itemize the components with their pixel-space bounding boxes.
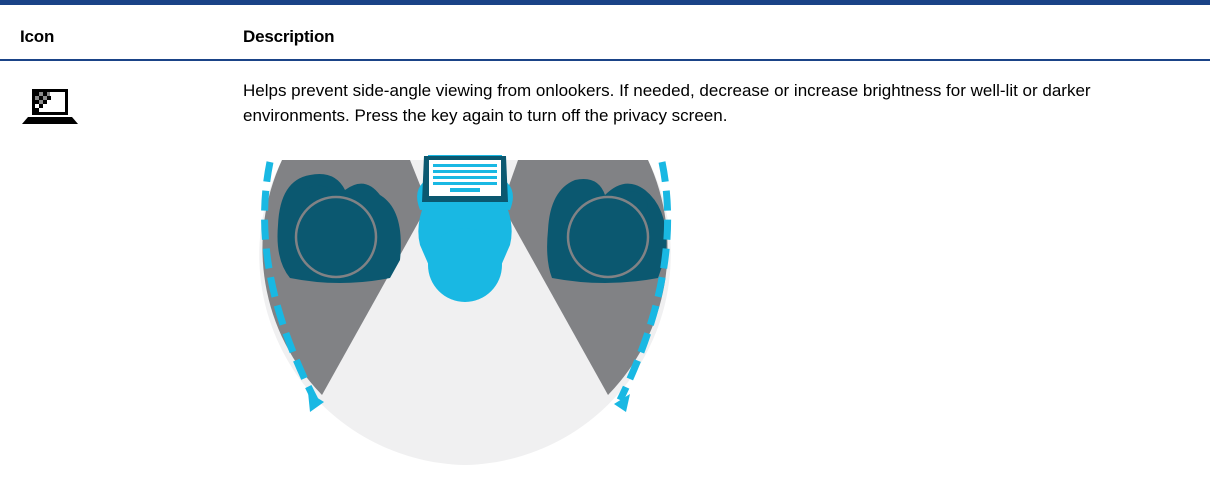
description-column-header: Description [243,27,334,47]
privacy-screen-key-icon [22,87,82,127]
laptop-user-figure [417,155,513,302]
privacy-screen-description: Helps prevent side-angle viewing from on… [243,78,1193,128]
privacy-screen-viewing-angle-illustration [240,150,680,470]
right-onlooker-figure [547,179,666,283]
table-header-row: Icon Description [0,5,1210,60]
icon-column-header: Icon [20,27,54,47]
table-header-rule [0,59,1210,61]
